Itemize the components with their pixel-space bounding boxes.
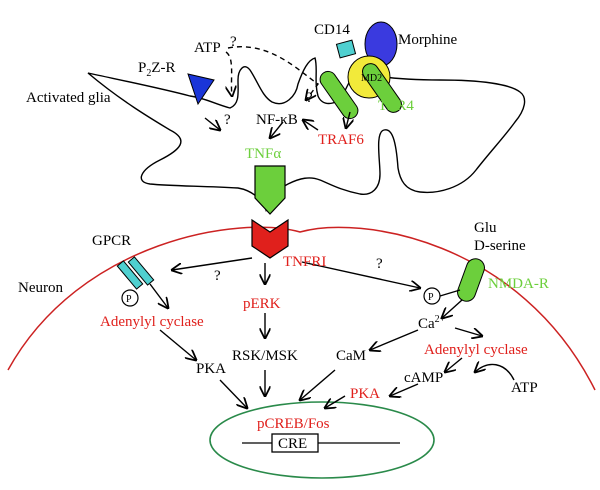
perk-label: pERK (243, 296, 281, 312)
p2zr-triangle (187, 73, 215, 106)
tlr4-right-bar (362, 63, 402, 113)
phospho-left-label: P (126, 294, 132, 305)
arrow-nmdar-ca (442, 299, 463, 318)
atp-bottom-label: ATP (511, 380, 538, 396)
question-left: ? (214, 268, 221, 284)
dserine-label: D-serine (474, 238, 526, 254)
arrow-atp-camp (475, 364, 515, 381)
arrow-adenylyl-pka-left (159, 329, 196, 360)
neuron-label: Neuron (18, 280, 63, 296)
tlr4-left-bar (319, 70, 359, 120)
ca-label-sup: 2+ (435, 314, 446, 325)
gpcr-bar-2 (127, 256, 155, 286)
pka-left-label: PKA (196, 361, 226, 377)
arrow-pka-left-nucleus (219, 379, 247, 408)
arrow-pka-right-nucleus (325, 395, 346, 408)
camp-label: cAMP (404, 370, 443, 386)
atp-dashed-right (227, 46, 320, 100)
arrow-ca-cam (370, 329, 419, 350)
adenylyl-left-label: Adenylyl cyclase (100, 314, 204, 330)
arrow-nfkb-tnfa (270, 121, 284, 138)
arrow-ca-adenylyl (454, 327, 482, 336)
arrow-cam-nucleus (300, 369, 336, 400)
question-right: ? (376, 256, 383, 272)
morphine-label: Morphine (398, 32, 458, 48)
atp-top-label: ATP (194, 40, 221, 56)
glu-label: Glu (474, 220, 497, 236)
pcreb-label: pCREB/Fos (257, 416, 330, 432)
ca-label: Ca2+ (418, 314, 446, 332)
glia-cell-outline (87, 57, 526, 213)
arrow-tlr4-traf6 (346, 111, 350, 128)
nucleus-ellipse (209, 401, 435, 479)
nfkb-label: NF-κB (256, 112, 298, 128)
p2zr-label-tail: Z-R (151, 60, 175, 76)
ca-label-main: Ca (418, 316, 435, 332)
gpcr-bar-1 (116, 260, 144, 290)
cd14-shape (335, 39, 357, 59)
p2zr-label: P2Z-R (138, 60, 176, 79)
md2-label: MD2 (361, 73, 382, 84)
p2zr-label-main: P (138, 60, 146, 76)
question-glia-right: ? (306, 90, 313, 106)
cam-label: CaM (336, 348, 366, 364)
pka-right-label: PKA (350, 386, 380, 402)
arrow-tnfri-gpcr (172, 257, 253, 270)
adenylyl-right-label: Adenylyl cyclase (424, 342, 528, 358)
arrow-adenylyl-camp (445, 357, 463, 372)
question-glia-left: ? (224, 112, 231, 128)
tnfa-shape (254, 165, 286, 215)
gpcr-label: GPCR (92, 233, 131, 249)
activated-glia-label: Activated glia (26, 90, 111, 106)
question-top: ? (230, 34, 237, 50)
cre-box (271, 433, 319, 453)
arrow-gpcr-adenylyl (149, 283, 168, 308)
phospho-left-circle (121, 289, 139, 307)
cd14-label: CD14 (314, 22, 350, 38)
arrow-tnfri-nmdar (301, 261, 420, 288)
arrow-traf6-nfkb (303, 120, 319, 131)
arrow-camp-pka-right (390, 383, 419, 396)
rsk-msk-label: RSK/MSK (232, 348, 298, 364)
phospho-right-label: P (428, 292, 434, 303)
nmdar-shape (457, 258, 485, 302)
cre-label: CRE (278, 436, 307, 452)
tnfri-label: TNFRI (283, 254, 326, 270)
p2zr-label-sub: 2 (146, 68, 151, 79)
atp-dashed-left (226, 51, 232, 96)
phospho-right-link (439, 289, 461, 297)
tnfri-shape (251, 218, 289, 259)
tlr4-label: TLR4 (378, 98, 414, 114)
tnfa-label: TNFα (245, 146, 281, 162)
arrow-p2zr-q (204, 117, 220, 130)
nmdar-label: NMDA-R (488, 276, 549, 292)
neuron-membrane (7, 226, 596, 391)
traf6-label: TRAF6 (318, 132, 364, 148)
